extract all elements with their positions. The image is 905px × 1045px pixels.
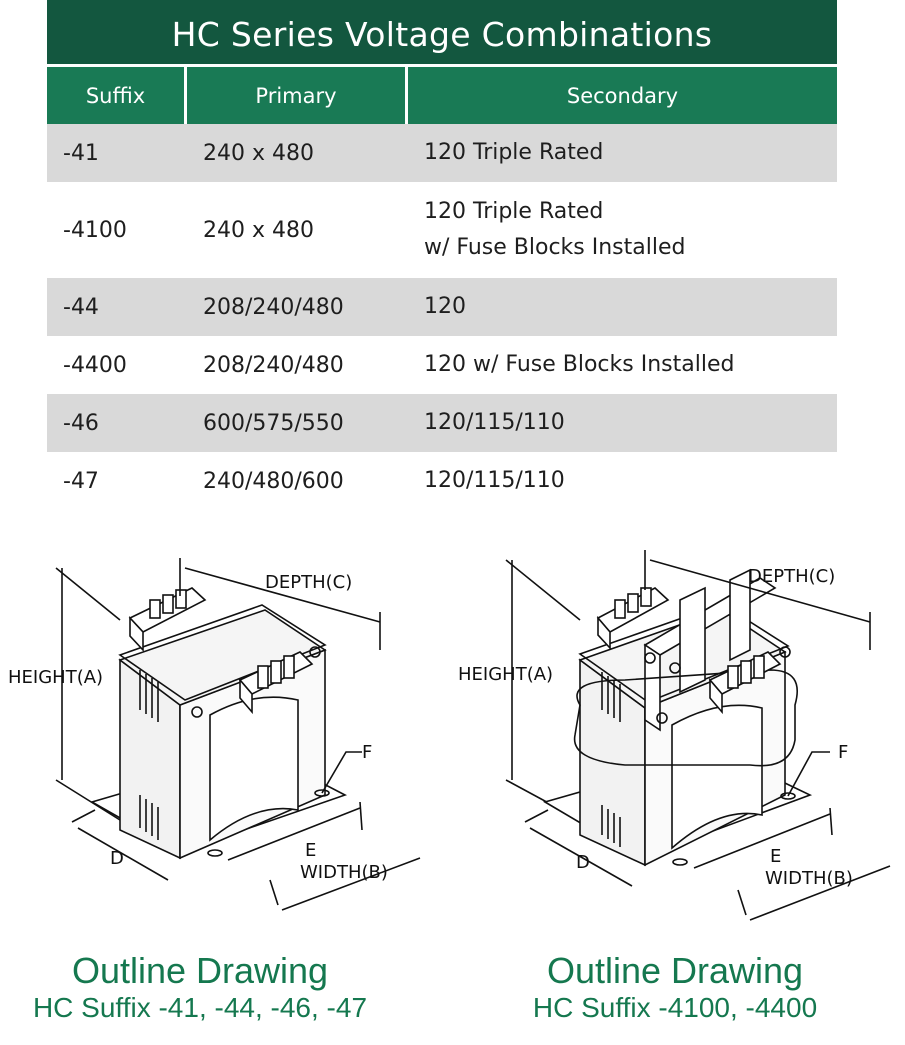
cell-secondary: 120 Triple Rated (424, 140, 604, 165)
label-f: F (838, 742, 848, 763)
cell-suffix: -46 (63, 410, 99, 436)
caption-left-subtitle: HC Suffix -41, -44, -46, -47 (32, 992, 368, 1023)
table-header: Suffix Primary Secondary (47, 64, 837, 124)
cell-primary: 240 x 480 (203, 140, 314, 166)
caption-right-subtitle: HC Suffix -4100, -4400 (532, 992, 818, 1023)
cell-secondary: 120 w/ Fuse Blocks Installed (424, 352, 735, 377)
cell-primary: 208/240/480 (203, 294, 344, 320)
cell-secondary-line1: 120 Triple Rated (424, 199, 604, 224)
cell-suffix: -47 (63, 468, 99, 494)
label-e: E (770, 846, 781, 867)
label-width: WIDTH(B) (300, 862, 388, 883)
cell-primary: 208/240/480 (203, 352, 344, 378)
table-row: -47 240/480/600 120/115/110 (47, 452, 837, 510)
label-depth: DEPTH(C) (265, 572, 352, 593)
cell-secondary: 120/115/110 (424, 410, 565, 435)
table-row: -4100 240 x 480 120 Triple Rated w/ Fuse… (47, 182, 837, 278)
header-primary: Primary (187, 67, 408, 124)
label-f: F (362, 742, 372, 763)
caption-right: Outline Drawing HC Suffix -4100, -4400 (475, 950, 875, 1024)
cell-secondary: 120 (424, 294, 466, 319)
label-depth: DEPTH(C) (748, 566, 835, 587)
table-row: -41 240 x 480 120 Triple Rated (47, 124, 837, 182)
cell-primary: 240 x 480 (203, 217, 314, 243)
cell-secondary-line2: w/ Fuse Blocks Installed (424, 235, 686, 260)
outline-drawing-left: HEIGHT(A) DEPTH(C) D E WIDTH(B) F (8, 558, 421, 911)
label-width: WIDTH(B) (765, 868, 853, 889)
header-suffix: Suffix (47, 67, 187, 124)
cell-secondary: 120/115/110 (424, 468, 565, 493)
voltage-table: HC Series Voltage Combinations Suffix Pr… (47, 0, 837, 510)
caption-right-title: Outline Drawing (546, 950, 804, 991)
cell-suffix: -41 (63, 140, 99, 166)
label-d: D (110, 848, 124, 869)
header-secondary: Secondary (566, 83, 679, 108)
label-height: HEIGHT(A) (458, 664, 553, 685)
caption-left-title: Outline Drawing (71, 950, 329, 991)
cell-primary: 600/575/550 (203, 410, 344, 436)
cell-secondary: 120 Triple Rated w/ Fuse Blocks Installe… (420, 194, 837, 266)
label-d: D (576, 852, 590, 873)
table-row: -4400 208/240/480 120 w/ Fuse Blocks Ins… (47, 336, 837, 394)
cell-suffix: -44 (63, 294, 99, 320)
table-row: -46 600/575/550 120/115/110 (47, 394, 837, 452)
outline-drawing-right: HEIGHT(A) DEPTH(C) D E WIDTH(B) F (458, 550, 891, 921)
cell-primary: 240/480/600 (203, 468, 344, 494)
table-row: -44 208/240/480 120 (47, 278, 837, 336)
label-e: E (305, 840, 316, 861)
cell-suffix: -4400 (63, 352, 127, 378)
table-title: HC Series Voltage Combinations (47, 0, 837, 64)
caption-left: Outline Drawing HC Suffix -41, -44, -46,… (0, 950, 400, 1024)
cell-suffix: -4100 (63, 217, 127, 243)
label-height: HEIGHT(A) (8, 667, 103, 688)
